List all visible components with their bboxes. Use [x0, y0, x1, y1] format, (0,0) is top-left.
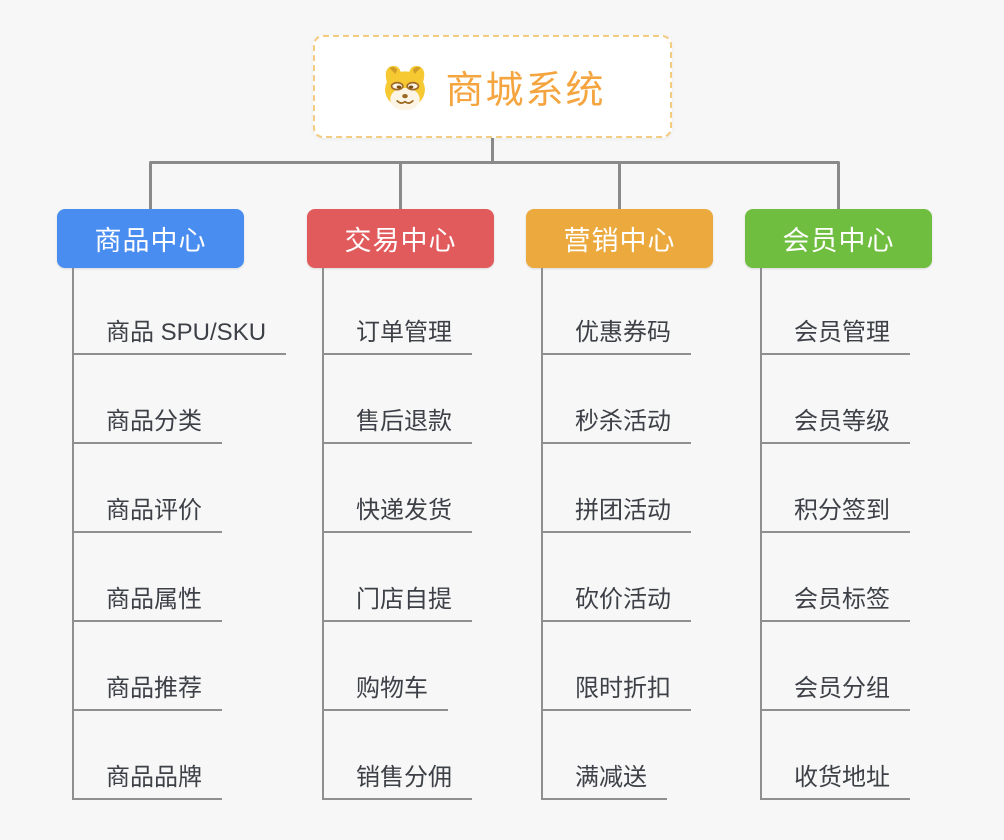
node-order-management[interactable]: 订单管理 [322, 318, 472, 355]
node-member-tag[interactable]: 会员标签 [760, 585, 910, 622]
node-store-pickup[interactable]: 门店自提 [322, 585, 472, 622]
node-shopping-cart[interactable]: 购物车 [322, 674, 448, 711]
node-coupon-code[interactable]: 优惠券码 [541, 318, 691, 355]
node-product-review[interactable]: 商品评价 [72, 496, 222, 533]
connector-drop-member [837, 163, 840, 210]
branch-marketing-center[interactable]: 营销中心 [526, 209, 713, 268]
node-member-level[interactable]: 会员等级 [760, 407, 910, 444]
node-limited-time-discount[interactable]: 限时折扣 [541, 674, 691, 711]
node-product-category[interactable]: 商品分类 [72, 407, 222, 444]
node-group-buy[interactable]: 拼团活动 [541, 496, 691, 533]
trunk-member [760, 268, 762, 799]
node-product-brand[interactable]: 商品品牌 [72, 763, 222, 800]
node-product-recommend[interactable]: 商品推荐 [72, 674, 222, 711]
connector-drop-trade [399, 163, 402, 210]
node-product-attribute[interactable]: 商品属性 [72, 585, 222, 622]
trunk-trade [322, 268, 324, 799]
node-full-reduction[interactable]: 满减送 [541, 763, 667, 800]
node-shipping-address[interactable]: 收货地址 [760, 763, 910, 800]
trunk-marketing [541, 268, 543, 799]
node-member-management[interactable]: 会员管理 [760, 318, 910, 355]
node-flash-sale[interactable]: 秒杀活动 [541, 407, 691, 444]
branch-trade-center[interactable]: 交易中心 [307, 209, 494, 268]
node-member-group[interactable]: 会员分组 [760, 674, 910, 711]
root-node[interactable]: 商城系统 [313, 35, 672, 138]
connector-drop-product [149, 163, 152, 210]
trunk-product [72, 268, 74, 799]
connector-drop-marketing [618, 163, 621, 210]
node-points-checkin[interactable]: 积分签到 [760, 496, 910, 533]
root-title: 商城系统 [445, 70, 606, 112]
branch-product-center[interactable]: 商品中心 [57, 209, 244, 268]
connector-bus [149, 161, 840, 164]
node-aftersale-refund[interactable]: 售后退款 [322, 407, 472, 444]
dog-face-icon [379, 62, 431, 112]
node-express-shipping[interactable]: 快递发货 [322, 496, 472, 533]
node-bargain-activity[interactable]: 砍价活动 [541, 585, 691, 622]
connector-root-stub [491, 137, 494, 164]
branch-member-center[interactable]: 会员中心 [745, 209, 932, 268]
node-product-spu-sku[interactable]: 商品 SPU/SKU [72, 318, 287, 355]
node-sales-commission[interactable]: 销售分佣 [322, 763, 472, 800]
